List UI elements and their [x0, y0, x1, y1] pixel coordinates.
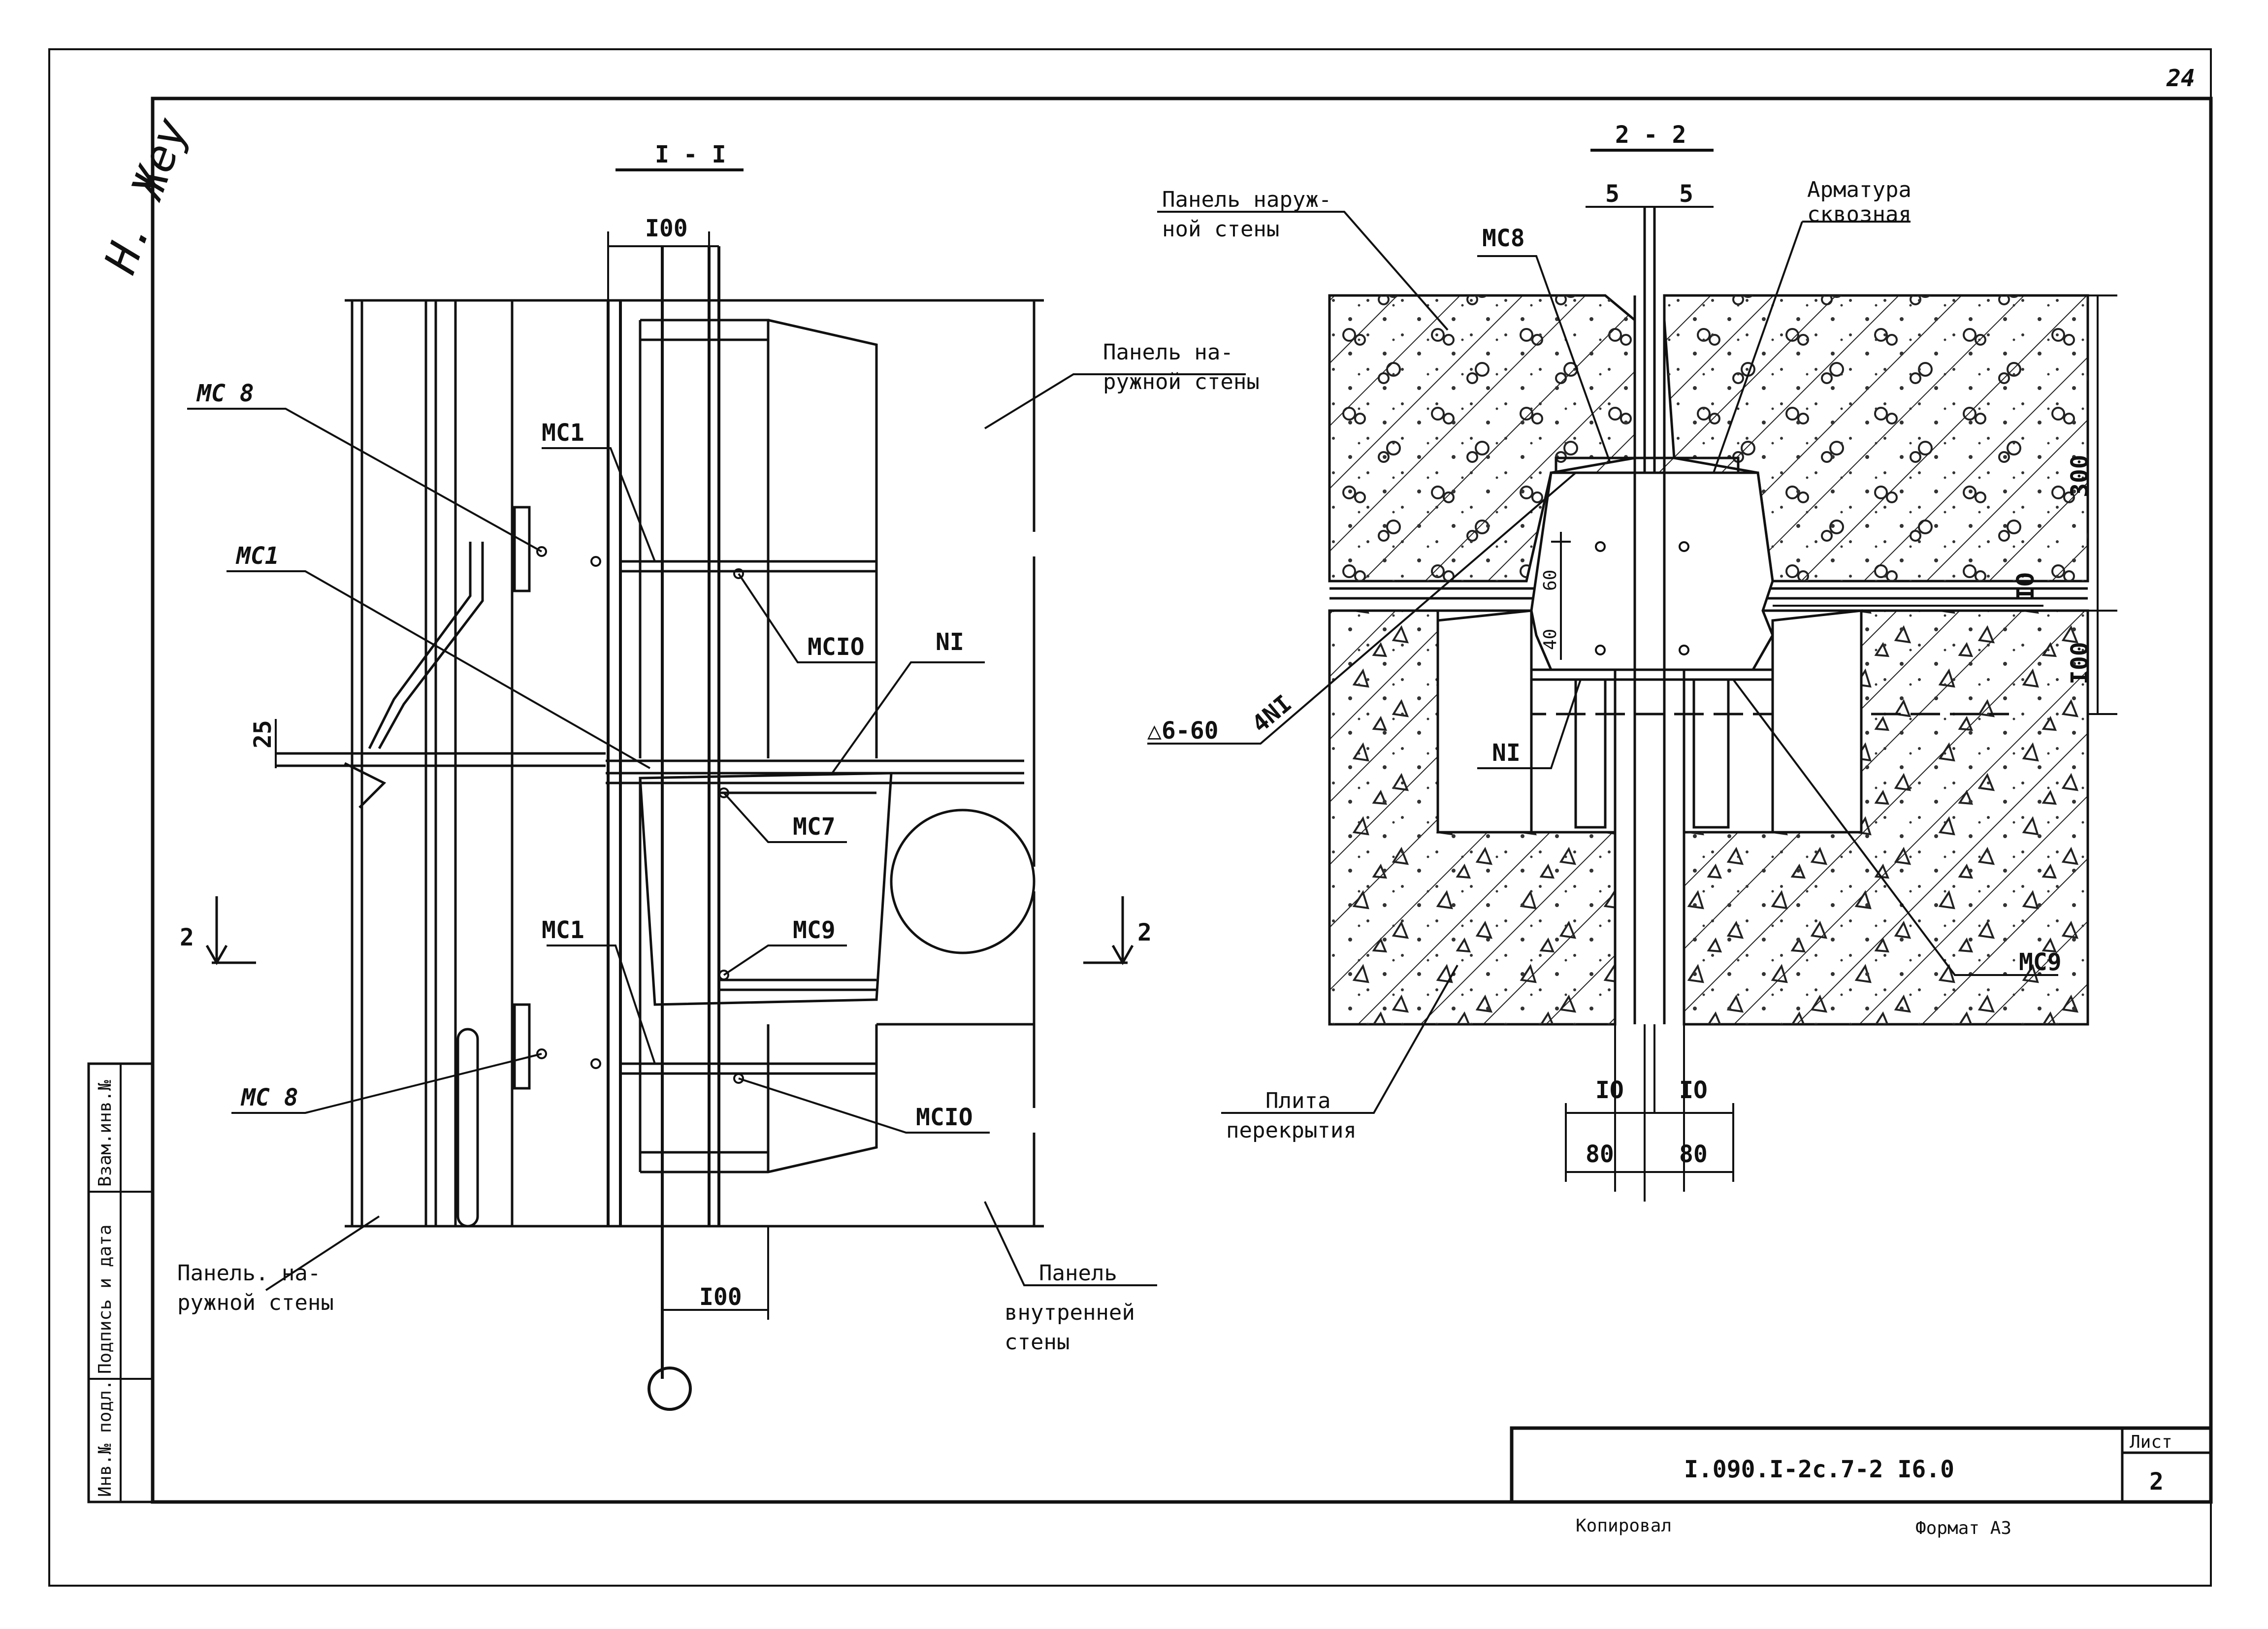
joint-cavity — [1436, 207, 1863, 1024]
dim-10-right: IO — [2012, 572, 2040, 601]
slab-label-1: Плита — [1265, 1088, 1330, 1113]
dim-10-bottom-right: IO — [1679, 1076, 1708, 1104]
section-1-title: I - I — [655, 141, 726, 168]
dim-40: 40 — [1540, 629, 1560, 650]
dim-60: 60 — [1540, 570, 1560, 591]
signature: Н. Жеу — [95, 111, 198, 280]
label-mc10-bottom: MCIO — [916, 1104, 973, 1131]
side-stamp: Взам.инв.№ Подпись и дата Инв.№ подл. — [87, 1062, 154, 1503]
footer-copied: Копировал — [1576, 1516, 1672, 1536]
section-1: I - I — [177, 141, 1260, 1411]
label-mc7: MC7 — [793, 813, 836, 841]
side-stamp-sign: Подпись и дата — [95, 1225, 115, 1374]
dim-10-bottom-left: IO — [1595, 1076, 1624, 1104]
dim-80-left: 80 — [1586, 1140, 1614, 1168]
weld-symbol: △6-60 — [1147, 717, 1219, 745]
label-mc10-top: MCIO — [808, 633, 865, 661]
label-mc9: MC9 — [793, 916, 836, 944]
through-rebar — [607, 246, 720, 1379]
inner-wall-panel — [620, 300, 1036, 1226]
leaders-section-2 — [1147, 211, 2058, 1114]
slab-label-2: перекрытия — [1226, 1118, 1357, 1143]
label-n1: NI — [1492, 739, 1521, 767]
label-n1: NI — [936, 628, 964, 656]
leaders-section-1 — [187, 373, 1246, 1291]
footer-format: Формат А3 — [1915, 1518, 2011, 1538]
side-stamp-replace: Взам.инв.№ — [95, 1080, 115, 1187]
rebar-label-1: Арматура — [1807, 177, 1912, 202]
title-block: I.090.I-2c.7-2 I6.0 Лист 2 — [1510, 1426, 2213, 1504]
sheet-number: 24 — [2166, 65, 2195, 92]
dim-5-right: 5 — [1679, 180, 1693, 208]
outer-panel-top-label-1: Панель на- — [1103, 340, 1233, 365]
inner-panel-label-1: Панель — [1039, 1261, 1117, 1286]
inner-frame — [151, 97, 2213, 1504]
sheet-value: 2 — [2149, 1468, 2164, 1496]
dim-bottom: I00 — [699, 1283, 742, 1311]
outer-panel-bottom-label-2: ружной стены — [177, 1290, 334, 1315]
label-mc1-left: MC1 — [235, 542, 279, 570]
bottom-marker-circle — [648, 1367, 692, 1411]
outer-panel-label-1: Панель наруж- — [1162, 187, 1331, 212]
dim-100: I00 — [2066, 642, 2094, 684]
dim-300: 300 — [2066, 455, 2094, 497]
inner-panel-label-3: стены — [1004, 1330, 1069, 1355]
dim-top: I00 — [645, 215, 688, 242]
dim-left: 25 — [249, 720, 277, 749]
cut-right: 2 — [1137, 919, 1152, 946]
section-2: 2 - 2 — [1147, 121, 2117, 1202]
cut-left: 2 — [180, 924, 194, 951]
rebar-label-2: сквозная — [1807, 202, 1912, 227]
outer-panel-top-label-2: ружной стены — [1103, 369, 1260, 394]
side-stamp-inv: Инв.№ подл. — [95, 1380, 115, 1497]
document-code: I.090.I-2c.7-2 I6.0 — [1684, 1456, 1954, 1483]
section-2-title: 2 - 2 — [1615, 121, 1686, 149]
label-mc9: MC9 — [2019, 948, 2062, 976]
dim-5-left: 5 — [1605, 180, 1620, 208]
sheet-label: Лист — [2130, 1432, 2172, 1452]
weld-ref: 4NI — [1247, 690, 1297, 739]
label-mc1-mid: MC1 — [542, 916, 584, 944]
dim-80-right: 80 — [1679, 1140, 1708, 1168]
inner-panel-label-2: внутренней — [1004, 1300, 1135, 1325]
outer-wall-panel — [344, 300, 531, 1228]
label-mc8-bottom: MC 8 — [240, 1084, 298, 1111]
label-mc8-top: MC 8 — [196, 380, 254, 407]
label-mc1-top: MC1 — [542, 419, 584, 447]
outer-panel-bottom-label-1: Панель. на- — [177, 1261, 321, 1286]
outer-panel-label-2: ной стены — [1162, 217, 1279, 242]
label-mc8: MC8 — [1482, 225, 1525, 252]
